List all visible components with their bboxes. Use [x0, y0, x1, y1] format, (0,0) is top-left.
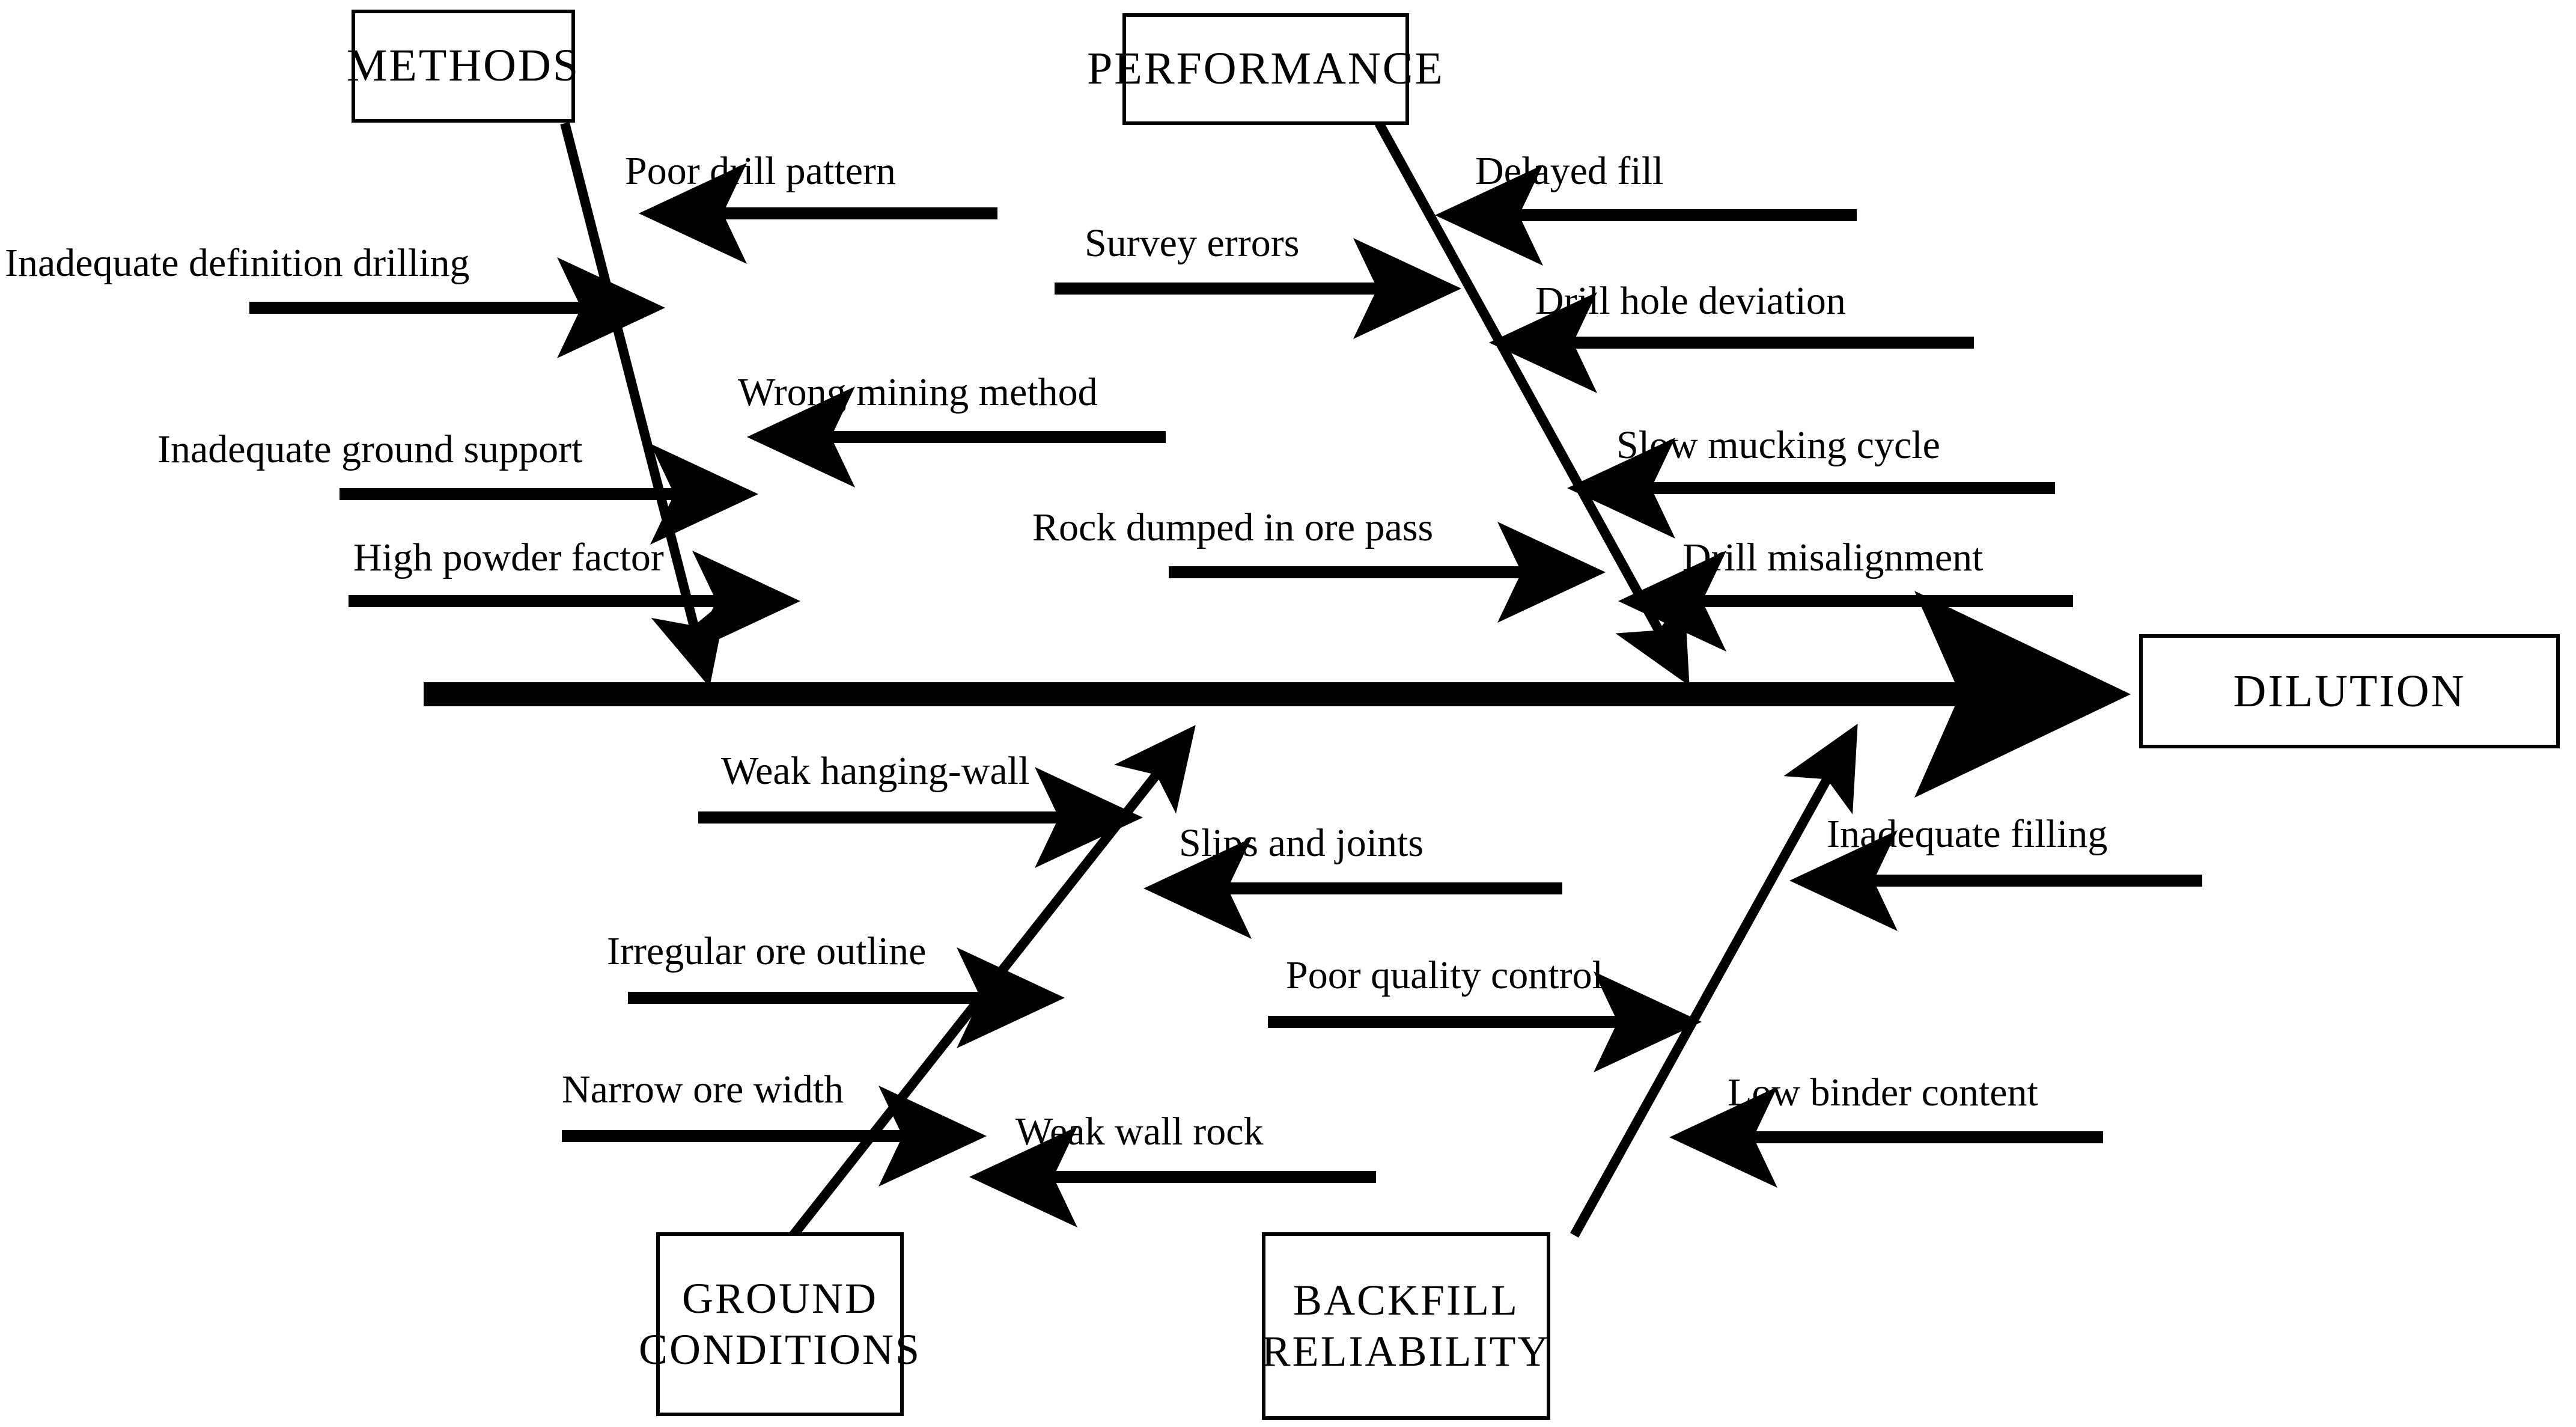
- category-box-ground-conditions[interactable]: GROUND CONDITIONS: [639, 1232, 919, 1416]
- cause-label-survey-errors: Survey errors: [1085, 221, 1300, 265]
- cause-label-inadequate-filling: Inadequate filling: [1827, 812, 2108, 856]
- cause-label-high-powder-factor: High powder factor: [353, 536, 664, 579]
- cause-label-poor-drill-pattern: Poor drill pattern: [625, 149, 896, 193]
- cause-label-slow-mucking-cycle: Slow mucking cycle: [1616, 423, 1940, 467]
- cause-label-weak-hanging-wall: Weak hanging-wall: [721, 749, 1030, 793]
- cause-label-drill-misalignment: Drill misalignment: [1682, 536, 1984, 579]
- cause-label-rock-dumped-in-ore-pass: Rock dumped in ore pass: [1032, 506, 1434, 549]
- bone-backfill-reliability: [1570, 724, 1858, 1238]
- category-label-performance-line-1: PERFORMANCE: [1087, 43, 1445, 94]
- bone-performance: [1374, 121, 1690, 686]
- effect-label: DILUTION: [2233, 665, 2466, 717]
- cause-label-irregular-ore-outline: Irregular ore outline: [607, 929, 927, 973]
- category-label-ground-conditions-line-1: GROUND: [681, 1274, 878, 1323]
- cause-label-wrong-mining-method: Wrong mining method: [738, 370, 1098, 414]
- bone-methods: [560, 122, 728, 688]
- cause-label-drill-hole-deviation: Drill hole deviation: [1535, 279, 1846, 323]
- category-label-backfill-reliability-line-1: BACKFILL: [1293, 1276, 1520, 1325]
- cause-label-slips-and-joints: Slips and joints: [1179, 821, 1424, 865]
- effect-box-dilution[interactable]: DILUTION: [2139, 634, 2560, 748]
- category-box-performance[interactable]: PERFORMANCE: [1087, 13, 1443, 125]
- cause-label-low-binder-content: Low binder content: [1728, 1071, 2038, 1114]
- cause-label-inadequate-ground-support: Inadequate ground support: [157, 427, 583, 471]
- cause-label-delayed-fill: Delayed fill: [1475, 149, 1664, 193]
- cause-label-narrow-ore-width: Narrow ore width: [562, 1068, 844, 1111]
- category-label-methods-line-1: METHODS: [346, 40, 580, 91]
- category-box-methods[interactable]: METHODS: [347, 10, 578, 123]
- category-label-ground-conditions-line-2: CONDITIONS: [639, 1325, 921, 1374]
- cause-label-poor-quality-control: Poor quality control: [1286, 953, 1603, 997]
- cause-label-weak-wall-rock: Weak wall rock: [1015, 1110, 1264, 1154]
- category-box-backfill-reliability[interactable]: BACKFILL RELIABILITY: [1262, 1232, 1550, 1420]
- cause-label-inadequate-definition-drilling: Inadequate definition drilling: [5, 241, 470, 285]
- bone-ground-conditions: [789, 725, 1196, 1238]
- category-label-backfill-reliability-line-2: RELIABILITY: [1261, 1327, 1551, 1375]
